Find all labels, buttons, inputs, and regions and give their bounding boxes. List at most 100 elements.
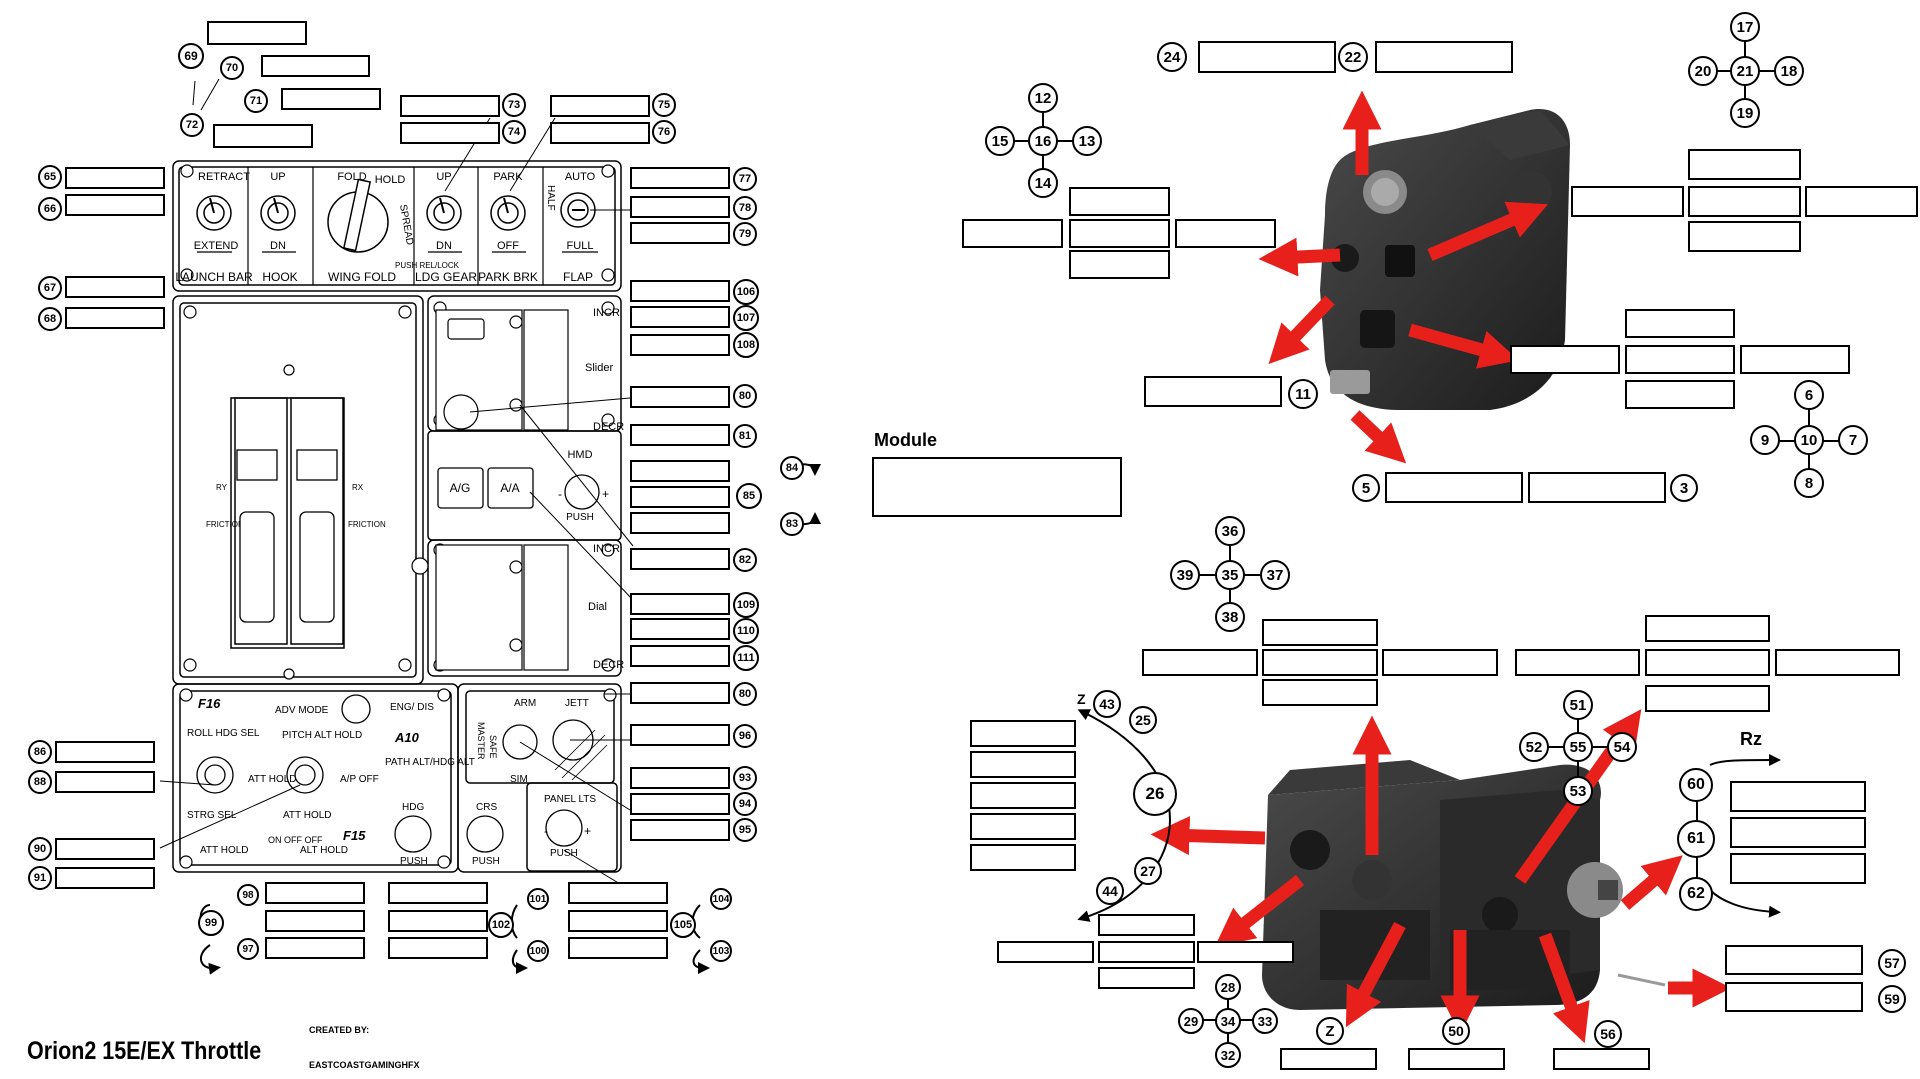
callout-box[interactable]	[630, 486, 730, 508]
callout-box[interactable]	[630, 222, 730, 244]
callout-box[interactable]	[213, 124, 313, 148]
callout-box[interactable]	[630, 682, 730, 704]
callout-box[interactable]	[1740, 345, 1850, 374]
ap-alt-hold: ALT HOLD	[300, 845, 348, 856]
callout-box[interactable]	[1382, 649, 1498, 676]
callout-box[interactable]	[1144, 376, 1282, 407]
callout-box[interactable]	[1688, 149, 1801, 180]
callout-box[interactable]	[207, 21, 307, 45]
callout-box[interactable]	[630, 386, 730, 408]
callout-box[interactable]	[1625, 380, 1735, 409]
callout-box[interactable]	[1197, 941, 1294, 963]
callout-box[interactable]	[550, 122, 650, 144]
callout-box[interactable]	[265, 910, 365, 932]
module-box[interactable]	[872, 457, 1122, 517]
callout-box[interactable]	[1198, 41, 1336, 73]
callout-box[interactable]	[1805, 186, 1918, 217]
callout-box[interactable]	[1730, 781, 1866, 812]
callout-box[interactable]	[630, 512, 730, 534]
callout-box[interactable]	[550, 95, 650, 117]
callout-box[interactable]	[1645, 685, 1770, 712]
callout-box[interactable]	[1725, 982, 1863, 1012]
callout-box[interactable]	[1725, 945, 1863, 975]
callout-box[interactable]	[970, 720, 1076, 747]
callout-box[interactable]	[1069, 250, 1170, 279]
callout-box[interactable]	[1069, 187, 1170, 216]
callout-box[interactable]	[55, 867, 155, 889]
callout-box[interactable]	[630, 724, 730, 746]
callout-box[interactable]	[55, 771, 155, 793]
callout-box[interactable]	[630, 334, 730, 356]
callout-box[interactable]	[630, 424, 730, 446]
callout-box[interactable]	[1375, 41, 1513, 73]
slider-name: Slider	[585, 362, 613, 374]
callout-box[interactable]	[568, 937, 668, 959]
callout-box[interactable]	[630, 167, 730, 189]
callout-box[interactable]	[970, 751, 1076, 778]
callout-box[interactable]	[568, 910, 668, 932]
callout-box[interactable]	[281, 88, 381, 110]
callout-box[interactable]	[1098, 941, 1195, 963]
callout-box[interactable]	[970, 813, 1076, 840]
callout-box[interactable]	[630, 460, 730, 482]
callout-box[interactable]	[630, 548, 730, 570]
callout-box[interactable]	[997, 941, 1094, 963]
callout-box[interactable]	[1645, 649, 1770, 676]
callout-box[interactable]	[265, 937, 365, 959]
ap-att-hold-3: ATT HOLD	[200, 845, 249, 856]
ap-ap-off: A/P OFF	[340, 774, 379, 785]
callout-box[interactable]	[630, 793, 730, 815]
callout-box[interactable]	[1730, 853, 1866, 884]
callout-box[interactable]	[55, 741, 155, 763]
callout-box[interactable]	[630, 280, 730, 302]
callout-box[interactable]	[1175, 219, 1276, 248]
callout-box[interactable]	[1528, 472, 1666, 503]
callout-box[interactable]	[400, 122, 500, 144]
callout-box[interactable]	[1515, 649, 1640, 676]
callout-box[interactable]	[388, 937, 488, 959]
callout-box[interactable]	[1280, 1048, 1377, 1070]
callout-number: 106	[733, 279, 759, 305]
callout-box[interactable]	[265, 882, 365, 904]
callout-box[interactable]	[1571, 186, 1684, 217]
callout-box[interactable]	[388, 882, 488, 904]
callout-box[interactable]	[65, 194, 165, 216]
callout-box[interactable]	[1625, 345, 1735, 374]
callout-box[interactable]	[388, 910, 488, 932]
callout-box[interactable]	[1069, 219, 1170, 248]
callout-box[interactable]	[1142, 649, 1258, 676]
callout-box[interactable]	[261, 55, 370, 77]
callout-box[interactable]	[1385, 472, 1523, 503]
callout-box[interactable]	[400, 95, 500, 117]
callout-box[interactable]	[65, 276, 165, 298]
callout-box[interactable]	[1262, 649, 1378, 676]
callout-box[interactable]	[1688, 186, 1801, 217]
callout-box[interactable]	[630, 819, 730, 841]
callout-box[interactable]	[1098, 967, 1195, 989]
callout-box[interactable]	[630, 306, 730, 328]
callout-box[interactable]	[970, 844, 1076, 871]
callout-box[interactable]	[55, 838, 155, 860]
callout-box[interactable]	[630, 618, 730, 640]
callout-box[interactable]	[1408, 1048, 1505, 1070]
callout-box[interactable]	[630, 767, 730, 789]
callout-box[interactable]	[1262, 619, 1378, 646]
callout-box[interactable]	[1645, 615, 1770, 642]
callout-box[interactable]	[1553, 1048, 1650, 1070]
callout-box[interactable]	[1262, 679, 1378, 706]
callout-box[interactable]	[65, 167, 165, 189]
callout-box[interactable]	[1775, 649, 1900, 676]
callout-box[interactable]	[568, 882, 668, 904]
callout-box[interactable]	[630, 196, 730, 218]
callout-box[interactable]	[1510, 345, 1620, 374]
callout-box[interactable]	[1688, 221, 1801, 252]
callout-box[interactable]	[65, 307, 165, 329]
callout-box[interactable]	[970, 782, 1076, 809]
callout-box[interactable]	[1730, 817, 1866, 848]
callout-box[interactable]	[962, 219, 1063, 248]
callout-number: 80	[733, 384, 757, 408]
callout-box[interactable]	[630, 593, 730, 615]
callout-box[interactable]	[1098, 914, 1195, 936]
callout-box[interactable]	[1625, 309, 1735, 338]
callout-box[interactable]	[630, 645, 730, 667]
